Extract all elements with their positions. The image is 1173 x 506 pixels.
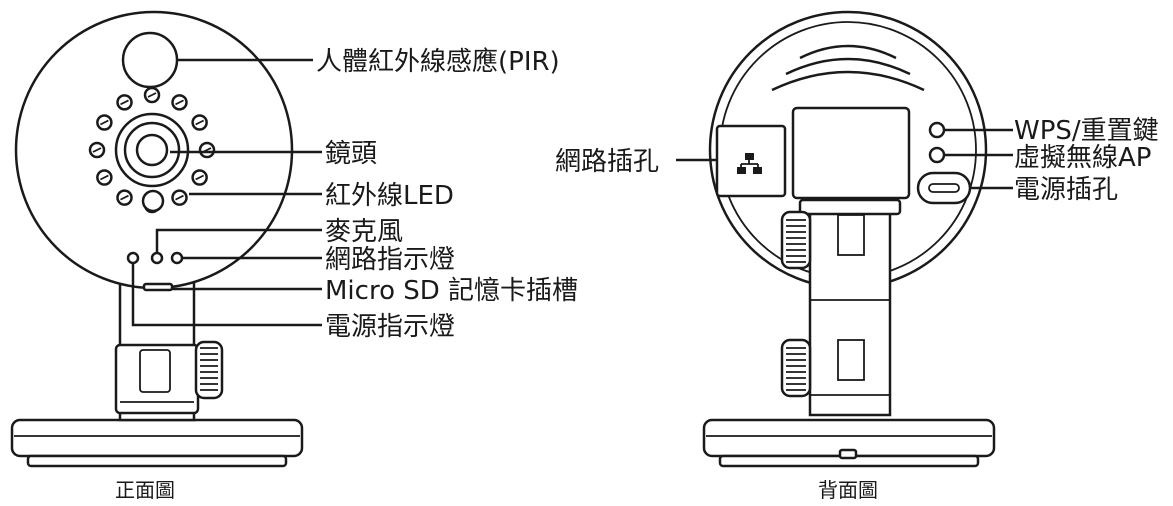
wps-reset-button bbox=[928, 121, 946, 139]
ir-led bbox=[171, 189, 188, 206]
label-network-jack: 網路插孔 bbox=[555, 147, 659, 177]
virtual-ap-button bbox=[928, 146, 946, 164]
sd-card-slot bbox=[142, 282, 174, 292]
back-view: WPS/重置鍵 虛擬無線AP 電源插孔 網路插孔 背面圖 bbox=[555, 10, 1159, 502]
front-view: 人體紅外線感應(PIR) 鏡頭 紅外線LED 麥克風 網路指示燈 Micro S… bbox=[10, 10, 578, 502]
ir-led bbox=[171, 94, 188, 111]
ir-led bbox=[88, 141, 106, 159]
pir-sensor bbox=[121, 31, 179, 89]
label-ir-led: 紅外線LED bbox=[325, 181, 454, 211]
label-pir: 人體紅外線感應(PIR) bbox=[316, 47, 560, 77]
ir-led bbox=[96, 169, 113, 186]
ir-led bbox=[191, 114, 208, 131]
caption-front: 正面圖 bbox=[115, 478, 175, 502]
ir-led bbox=[143, 86, 161, 104]
caption-back: 背面圖 bbox=[818, 478, 878, 502]
lens bbox=[114, 112, 190, 188]
network-indicator-light bbox=[170, 251, 184, 265]
ir-led bbox=[191, 169, 208, 186]
label-power-indicator: 電源指示燈 bbox=[325, 312, 455, 342]
front-leader-lines bbox=[131, 58, 322, 327]
label-network-indicator: 網路指示燈 bbox=[325, 245, 455, 275]
label-power-jack: 電源插孔 bbox=[1014, 175, 1118, 205]
ir-led bbox=[116, 189, 133, 206]
microphone-hole bbox=[150, 251, 164, 265]
label-sd-slot: Micro SD 記憶卡插槽 bbox=[325, 276, 578, 306]
label-virtual-ap: 虛擬無線AP bbox=[1014, 143, 1151, 173]
back-stand bbox=[780, 198, 902, 417]
ir-led bbox=[198, 141, 216, 159]
back-base bbox=[702, 418, 996, 468]
ethernet-icon bbox=[737, 153, 762, 174]
front-base bbox=[10, 418, 304, 468]
power-jack bbox=[916, 171, 972, 205]
label-microphone: 麥克風 bbox=[325, 217, 403, 247]
back-leader-lines bbox=[676, 128, 1013, 190]
label-lens: 鏡頭 bbox=[325, 139, 377, 169]
power-indicator-light bbox=[126, 251, 140, 265]
label-wps-reset: WPS/重置鍵 bbox=[1014, 116, 1159, 146]
label-plate bbox=[791, 106, 911, 200]
ir-led bbox=[96, 114, 113, 131]
network-port bbox=[715, 124, 787, 198]
ir-led bbox=[116, 94, 133, 111]
